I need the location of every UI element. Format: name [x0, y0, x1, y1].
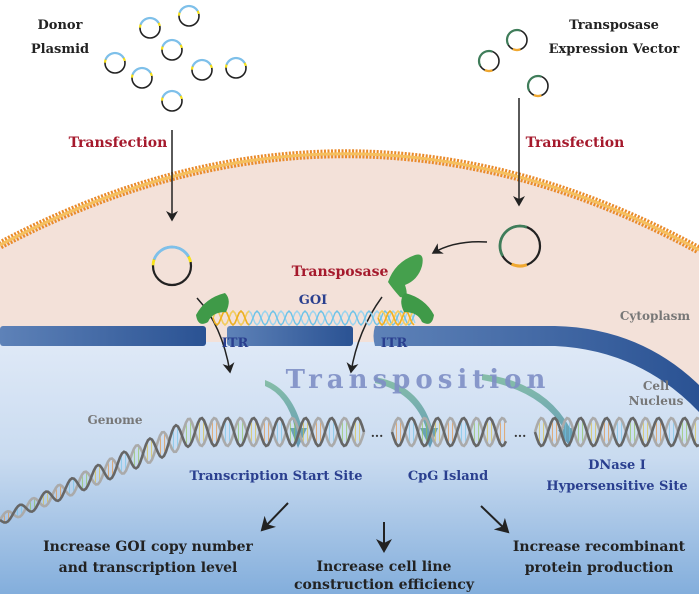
- plasmid-to-nucleus-arrow: [196, 297, 235, 374]
- donor-plasmid-icon: [138, 16, 161, 39]
- donor-plasmid-label: Donor: [38, 18, 83, 33]
- transposase-vector-icon: [526, 74, 549, 98]
- donor-plasmid-icon: [160, 89, 183, 112]
- transposase-to-nucleus-arrow: [346, 296, 383, 374]
- donor-plasmid-icon: [103, 51, 126, 74]
- donor-plasmid-icon: [224, 56, 247, 79]
- donor-plasmid-icon: [130, 66, 153, 89]
- outcome-right-2: protein production: [525, 560, 674, 576]
- cell-nucleus-label: Cell: [643, 379, 670, 393]
- site-cpg-label: CpG Island: [408, 469, 488, 484]
- outcome-arrow-left: [260, 502, 289, 532]
- transposase-vector-icon: [505, 28, 528, 52]
- transposase-vector-label-2: Expression Vector: [549, 42, 680, 57]
- outcome-left: Increase GOI copy number: [43, 539, 253, 555]
- transposase-vector-intracellular-icon: [498, 224, 542, 268]
- donor-plasmid-icon: [160, 38, 183, 61]
- transposase-protein-right-icon: [401, 293, 434, 324]
- goi-transposon-dna: [212, 309, 416, 327]
- site-tss-label: Transcription Start Site: [190, 469, 363, 484]
- nucleus-region: [0, 342, 699, 594]
- transfection-label-right: Transfection: [526, 135, 625, 151]
- transposase-vector-icon: [477, 49, 500, 73]
- nuclear-envelope: [0, 326, 699, 412]
- outcome-left-2: and transcription level: [59, 560, 238, 576]
- donor-plasmid-icon: [177, 4, 200, 27]
- expression-arrow: [431, 240, 488, 254]
- donor-plasmid-label-2: Plasmid: [31, 42, 89, 57]
- genome-dna: [0, 416, 699, 524]
- donor-plasmid-intracellular-icon: [151, 245, 193, 287]
- transposase-protein-icon: [388, 254, 423, 298]
- goi-label: GOI: [299, 293, 328, 308]
- transposition-label: Transposition: [286, 365, 551, 395]
- outcome-middle-2: construction efficiency: [294, 577, 475, 593]
- outcome-arrow-right: [480, 505, 510, 534]
- ellipsis-1: ...: [371, 426, 384, 440]
- cytoplasm-label: Cytoplasm: [620, 309, 691, 323]
- cell-nucleus-label-2: Nucleus: [629, 394, 684, 408]
- site-dnase-label: DNase I: [588, 458, 646, 473]
- transposase-label: Transposase: [292, 264, 389, 280]
- outcome-right: Increase recombinant: [513, 539, 686, 555]
- transposase-vector-label: Transposase: [569, 18, 659, 33]
- transposase-protein-left-icon: [196, 293, 229, 324]
- itr-label-left: ITR: [222, 336, 249, 351]
- transfection-label-left: Transfection: [69, 135, 168, 151]
- ellipsis-2: ...: [514, 426, 527, 440]
- outcome-middle: Increase cell line: [317, 559, 452, 575]
- genome-label: Genome: [88, 413, 143, 427]
- site-dnase-label-2: Hypersensitive Site: [546, 479, 687, 494]
- itr-label-right: ITR: [381, 336, 408, 351]
- donor-plasmid-icon: [190, 58, 213, 81]
